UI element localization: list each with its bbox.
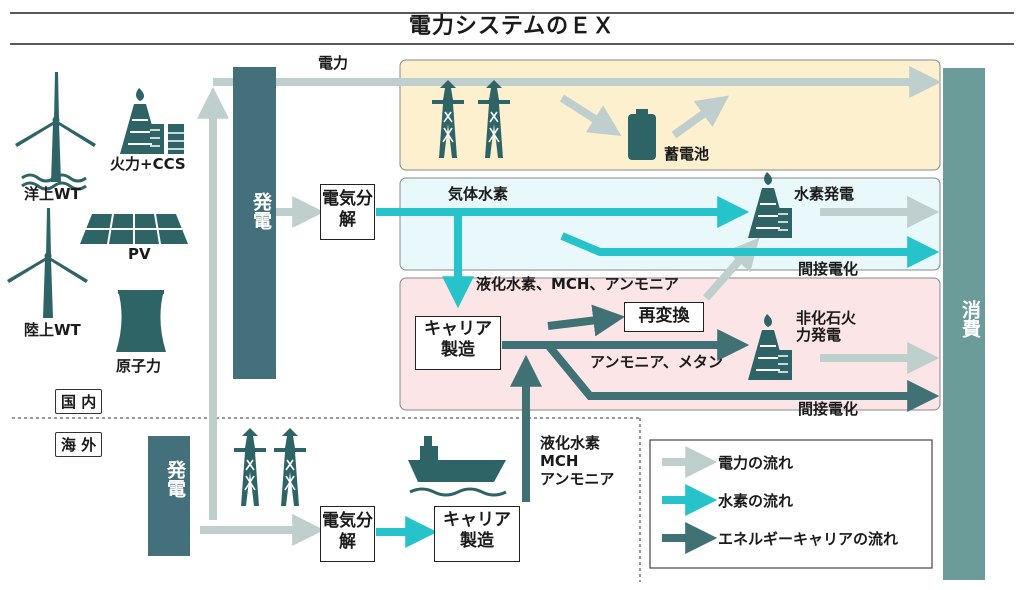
hydrogen-indirect-arrow [560,232,940,268]
label-indirect-electrification-2: 間接電化 [798,400,859,418]
onshore-wt-icon [7,208,88,318]
carrier-indirect-arrow [544,342,940,412]
label-non-fossil: 非化石火力発電 [796,309,857,345]
label-ammonia-methane: アンモニア、メタン [590,353,723,371]
reconversion-text: 再変換 [638,306,690,326]
domestic-tag: 国 内 [55,389,103,414]
label-hydrogen-power: 水素発電 [794,185,855,203]
label-nuclear: 原子力 [116,357,162,375]
consumption-bar [943,68,985,580]
import-carrier-1: 液化水素 [540,434,601,452]
import-carrier-2: MCH [540,452,579,470]
label-thermal-ccs: 火力+CCS [110,155,186,173]
thermal-ccs-icon [119,87,184,155]
to-battery-arrow [559,94,622,137]
consumption-label: 消費 [959,300,981,338]
carrier-production-overseas-text: キャリア製造 [443,510,511,552]
label-liquid-carrier: 液化水素、MCH、アンモニア [476,275,679,293]
offshore-wt-icon [15,72,96,191]
from-battery-arrow [671,95,730,139]
import-carrier-list: 液化水素 MCH アンモニア [540,434,614,488]
nuclear-plant-icon [116,290,166,352]
zone-power [399,59,941,171]
solar-panel-icon [80,213,188,245]
overseas-tag: 海 外 [55,432,103,457]
electrolysis-domestic-box: 電気分解 [320,184,375,240]
label-indirect-electrification-1: 間接電化 [798,260,859,278]
label-battery: 蓄電池 [664,145,710,163]
overseas-power-tower-icon [233,427,307,507]
carrier-production-domestic-text: キャリア製造 [424,319,492,361]
label-pv: PV [128,245,151,263]
legend-hydrogen-flow: 水素の流れ [718,492,794,510]
zone-hydrogen [399,177,941,271]
battery-icon [628,109,656,160]
generation-overseas-label: 発電 [164,460,186,498]
electrolysis-overseas-box: 電気分解 [320,506,375,562]
label-power: 電力 [318,54,349,72]
carrier-production-overseas-box: キャリア製造 [434,506,520,562]
import-carrier-3: アンモニア [540,470,615,488]
legend-power-flow: 電力の流れ [718,454,794,472]
electrolysis-domestic-text: 電気分解 [322,189,373,231]
label-gas-hydrogen: 気体水素 [448,185,509,203]
reconversion-box: 再変換 [624,302,704,332]
electrolysis-overseas-text: 電気分解 [322,511,373,553]
label-onshore-wt: 陸上WT [24,321,81,339]
carrier-to-reconversion-arrow [547,304,626,337]
diagram-title: 電力システムのＥＸ [408,14,616,39]
ship-icon [408,436,507,497]
generation-domestic-label: 発電 [250,192,272,230]
carrier-production-domestic-box: キャリア製造 [415,316,501,370]
label-offshore-wt: 洋上WT [24,185,81,203]
generation-overseas-bar [148,436,190,556]
legend-carrier-flow: エネルギーキャリアの流れ [718,530,899,548]
generation-domestic-bar [233,67,276,379]
